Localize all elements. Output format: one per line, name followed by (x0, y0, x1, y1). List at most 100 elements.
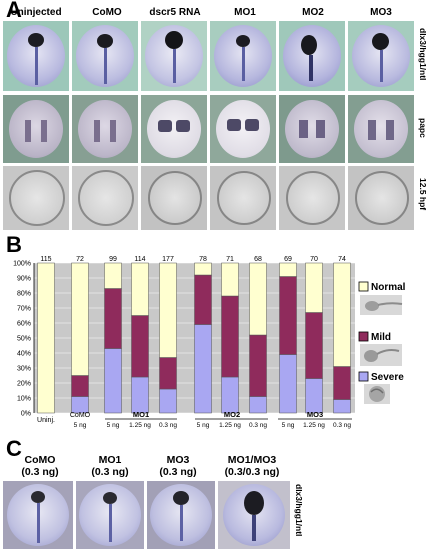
col-title-mo3: MO3 (370, 7, 392, 18)
x-label-mo2: MO2 (224, 410, 240, 419)
bar-mild-4 (159, 357, 177, 390)
bar-severe-6 (221, 376, 239, 414)
image-uninjected-papc (3, 95, 69, 163)
bar-normal-5 (194, 262, 212, 276)
image-c-mo3 (147, 481, 215, 549)
bar-normal-0 (37, 262, 55, 414)
normal-larva-icon (360, 295, 403, 315)
count-label-8: 69 (284, 256, 292, 263)
bar-severe-10 (333, 399, 351, 414)
bar-normal-1 (71, 262, 89, 376)
bar-normal-8 (279, 262, 297, 277)
count-label-7: 68 (254, 256, 262, 263)
bar-mild-9 (305, 312, 323, 379)
count-label-5: 78 (199, 256, 207, 263)
image-mo1-papc (210, 95, 276, 163)
bar-mild-3 (131, 315, 149, 378)
legend-severe-swatch (358, 371, 369, 382)
dose-label-2: 1.25 ng (129, 422, 151, 429)
image-c-mo1 (76, 481, 144, 549)
dose-label-4: 5 ng (197, 422, 210, 429)
panel-c-title-como: CoMO (0.3 ng) (21, 454, 59, 478)
mild-larva-icon (360, 344, 402, 366)
bar-normal-6 (221, 262, 239, 297)
bar-normal-2 (104, 262, 122, 289)
y-tick-label: 50% (17, 336, 31, 343)
image-c-como (3, 481, 73, 549)
bar-severe-3 (131, 376, 149, 414)
image-como-dlx3 (72, 21, 138, 91)
dose-label-7: 5 ng (282, 422, 295, 429)
dose-label-9: 0.3 ng (333, 422, 351, 429)
count-label-4: 177 (162, 256, 174, 263)
panel-a-label: A (6, 0, 22, 22)
y-tick-label: 30% (17, 366, 31, 373)
bar-severe-1 (71, 396, 89, 414)
image-dscr5-papc (141, 95, 207, 163)
image-mo2-papc (279, 95, 345, 163)
col-title-mo2: MO2 (302, 7, 324, 18)
x-label-uninj: Uninj. (37, 417, 55, 424)
x-label-mo1: MO1 (133, 410, 149, 419)
image-mo2-dlx3 (279, 21, 345, 91)
y-tick-label: 0% (21, 411, 31, 418)
x-label-como: CoMO (70, 412, 91, 419)
severe-larva-icon (364, 384, 390, 404)
bar-normal-10 (333, 262, 351, 367)
image-como-12hpf (72, 166, 138, 230)
legend: Normal Mild Severe (358, 281, 406, 404)
image-dscr5-dlx3 (141, 21, 207, 91)
bar-severe-7 (249, 396, 267, 414)
row-label-papc: papc (418, 118, 428, 138)
bar-normal-7 (249, 262, 267, 336)
legend-normal-swatch (358, 281, 369, 292)
dose-label-8: 1.25 ng (303, 422, 325, 429)
bar-mild-8 (279, 276, 297, 355)
panel-c-title-mo3: MO3 (0.3 ng) (159, 454, 197, 478)
y-tick-label: 20% (17, 381, 31, 388)
count-label-10: 74 (338, 256, 346, 263)
image-mo1-12hpf (210, 166, 276, 230)
legend-severe-label: Severe (371, 372, 404, 383)
y-tick-label: 90% (17, 276, 31, 283)
x-label-mo3: MO3 (307, 410, 323, 419)
image-uninjected-dlx3 (3, 21, 69, 91)
image-mo3-dlx3 (348, 21, 414, 91)
count-label-1: 72 (76, 256, 84, 263)
bar-severe-5 (194, 324, 212, 414)
row-label-dlx3: dlx3/hgg1/ntl (418, 28, 428, 81)
col-title-dscr5: dscr5 RNA (149, 7, 201, 18)
dose-label-0: 5 ng (74, 422, 87, 429)
bar-severe-9 (305, 378, 323, 414)
bar-mild-5 (194, 274, 212, 325)
bar-severe-2 (104, 348, 122, 414)
image-mo1-dlx3 (210, 21, 276, 91)
image-c-mo1-mo3 (218, 481, 290, 549)
bar-mild-7 (249, 334, 267, 397)
count-label-0: 115 (40, 256, 51, 263)
count-label-9: 70 (310, 256, 318, 263)
dose-label-3: 0.3 ng (159, 422, 177, 429)
bar-normal-4 (159, 262, 177, 358)
legend-mild-swatch (358, 331, 369, 342)
legend-normal-label: Normal (371, 282, 406, 293)
y-tick-label: 10% (17, 396, 31, 403)
y-tick-label: 100% (13, 261, 31, 268)
dose-label-6: 0.3 ng (249, 422, 267, 429)
y-tick-labels: 0%10%20%30%40%50%60%70%80%90%100% (13, 261, 31, 418)
panel-c-row-label: dlx3/hgg1/ntl (294, 484, 304, 537)
bar-severe-4 (159, 388, 177, 414)
row-label-12hpf: 12.5 hpf (418, 178, 428, 211)
count-label-3: 114 (134, 256, 145, 263)
image-como-papc (72, 95, 138, 163)
y-tick-label: 60% (17, 321, 31, 328)
y-tick-label: 40% (17, 351, 31, 358)
col-title-uninjected: Uninjected (10, 7, 62, 18)
count-label-6: 71 (226, 256, 234, 263)
bar-normal-3 (131, 262, 149, 316)
bar-mild-6 (221, 295, 239, 378)
bar-mild-1 (71, 375, 89, 397)
col-title-mo1: MO1 (234, 7, 256, 18)
